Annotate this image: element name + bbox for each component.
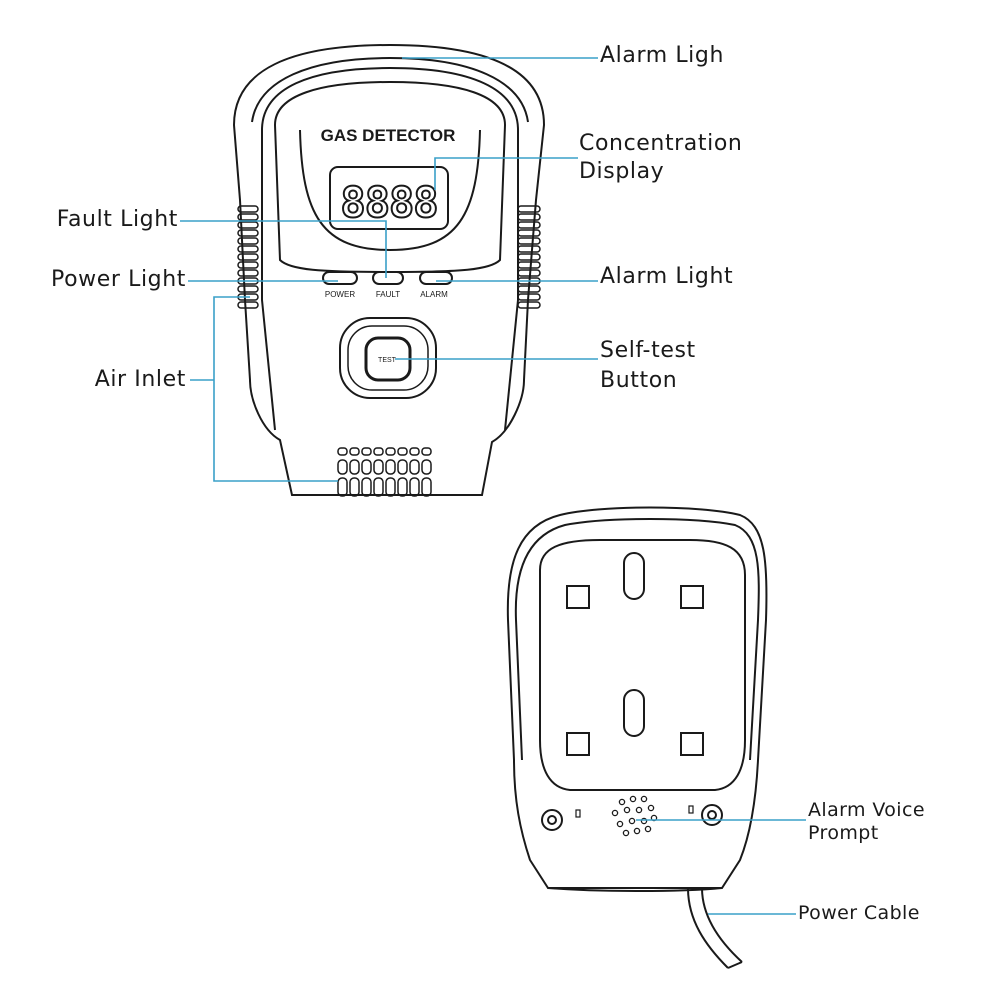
concentration-readout: 8888 bbox=[340, 178, 437, 227]
plug-pin-bottom-right bbox=[680, 732, 704, 756]
right-side-vents bbox=[517, 205, 541, 309]
indicator-left bbox=[575, 809, 581, 818]
callout-alarm-light-top: Alarm Ligh bbox=[600, 43, 725, 68]
back-plate bbox=[539, 539, 746, 791]
bottom-vents bbox=[337, 447, 432, 497]
callout-fault-light: Fault Light bbox=[56, 207, 178, 232]
fault-led bbox=[372, 271, 404, 285]
leader-air-inlet-bracket bbox=[213, 296, 338, 482]
front-face-plate bbox=[273, 80, 507, 274]
screw-left-center bbox=[547, 815, 557, 825]
test-button-label: TEST bbox=[378, 357, 397, 364]
front-ridge bbox=[251, 56, 529, 123]
leader-concentration-display bbox=[434, 157, 578, 190]
power-led bbox=[322, 271, 358, 285]
test-button-surround bbox=[339, 317, 437, 399]
callout-power-cable: Power Cable bbox=[798, 902, 920, 924]
test-button-bezel bbox=[347, 325, 429, 391]
plug-pin-bottom-left bbox=[566, 732, 590, 756]
power-led-label: POWER bbox=[325, 290, 355, 299]
leader-lines bbox=[180, 57, 806, 915]
front-view bbox=[232, 43, 546, 497]
power-cable-left-edge bbox=[687, 887, 729, 969]
back-view bbox=[506, 506, 768, 969]
plug-slot-bottom bbox=[623, 689, 645, 737]
back-inner-rim bbox=[514, 518, 760, 761]
screw-right-center bbox=[707, 810, 717, 820]
alarm-led-label: ALARM bbox=[420, 290, 448, 299]
callout-alarm-voice-line1: Alarm Voice bbox=[808, 799, 925, 821]
screw-right bbox=[701, 804, 723, 826]
callout-concentration-line1: Concentration bbox=[579, 131, 743, 156]
leader-fault-light bbox=[180, 220, 387, 278]
indicator-right bbox=[688, 805, 694, 814]
device-title: GAS DETECTOR bbox=[321, 126, 456, 145]
callout-power-light: Power Light bbox=[50, 267, 186, 292]
power-cable-right-edge bbox=[701, 887, 743, 963]
front-left-edge bbox=[261, 130, 276, 431]
screw-left bbox=[541, 809, 563, 831]
display-window-frame bbox=[299, 129, 481, 252]
callout-alarm-voice-line2: Prompt bbox=[808, 822, 879, 844]
callout-self-test-line2: Button bbox=[600, 368, 678, 393]
power-cable-end bbox=[727, 961, 743, 969]
plug-pin-top-left bbox=[566, 585, 590, 609]
callout-self-test-line1: Self-test bbox=[600, 338, 696, 363]
callout-concentration-line2: Display bbox=[579, 159, 665, 184]
plug-slot-top bbox=[623, 552, 645, 600]
front-inner-shell bbox=[261, 66, 519, 131]
back-outer-shell bbox=[506, 506, 768, 889]
front-right-edge bbox=[504, 130, 519, 431]
alarm-led bbox=[419, 271, 453, 285]
display-window bbox=[329, 166, 449, 230]
callout-alarm-light: Alarm Light bbox=[600, 264, 734, 289]
fault-led-label: FAULT bbox=[376, 290, 400, 299]
plug-pin-top-right bbox=[680, 585, 704, 609]
front-outer-shell bbox=[232, 43, 546, 496]
callout-air-inlet: Air Inlet bbox=[94, 367, 186, 392]
speaker-grille bbox=[611, 795, 658, 837]
back-bottom-edge bbox=[547, 887, 723, 892]
